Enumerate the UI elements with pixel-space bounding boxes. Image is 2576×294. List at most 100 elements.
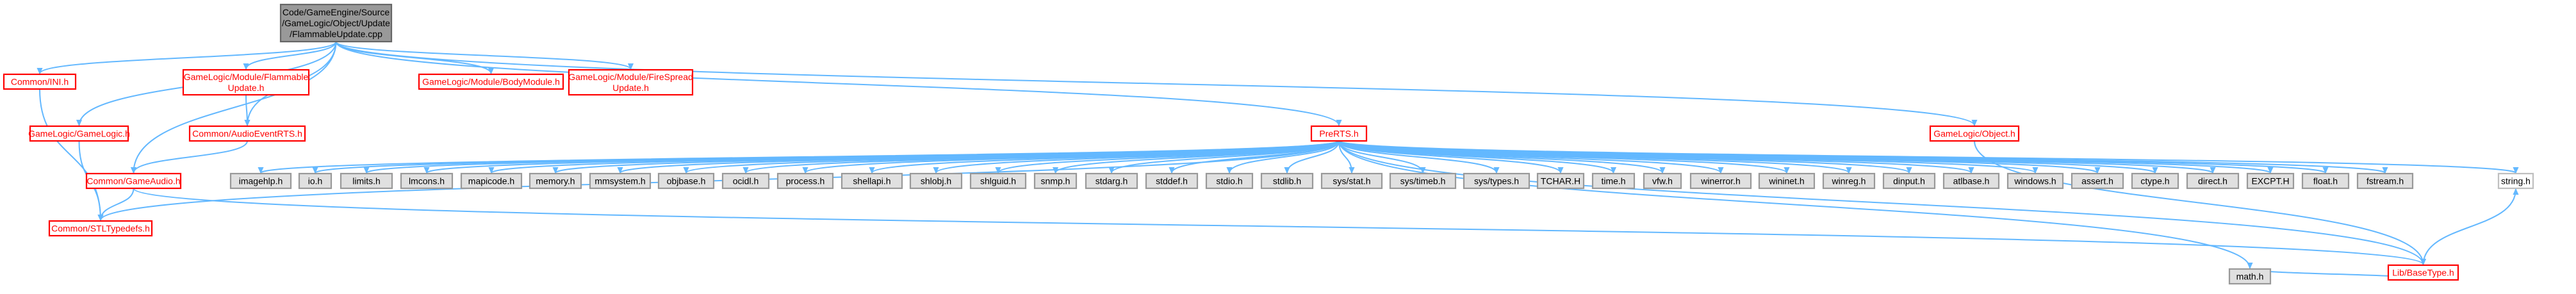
node-systimeb[interactable]: sys/timeb.h [1389, 172, 1457, 190]
node-box [279, 3, 393, 43]
node-io[interactable]: io.h [298, 172, 332, 190]
node-label: winerror.h [1700, 176, 1740, 186]
node-shlobj[interactable]: shlobj.h [909, 172, 963, 190]
node-math[interactable]: math.h [2228, 268, 2272, 285]
node-label: objbase.h [667, 176, 706, 186]
node-box [1758, 172, 1816, 190]
node-box [909, 172, 963, 190]
node-box [841, 172, 903, 190]
node-stltypedefs[interactable]: Common/STLTypedefs.h [48, 220, 153, 237]
node-box [229, 172, 292, 190]
node-box [85, 172, 182, 190]
node-box [1389, 172, 1457, 190]
include-edge-root-to-prerts [335, 41, 1340, 126]
node-label: shlguid.h [980, 176, 1016, 186]
node-label: sys/types.h [1474, 176, 1519, 186]
node-box [1536, 172, 1585, 190]
node-mmsystem[interactable]: mmsystem.h [589, 172, 652, 190]
node-fstream[interactable]: fstream.h [2356, 172, 2414, 190]
node-string[interactable]: string.h [2497, 172, 2534, 190]
node-label: GameLogic/GameLogic.h [28, 129, 130, 139]
node-imagehlp[interactable]: imagehlp.h [229, 172, 292, 190]
node-vfw[interactable]: vfw.h [1643, 172, 1682, 190]
include-edge-prerts-to-string [1338, 140, 2516, 173]
node-assert[interactable]: assert.h [2071, 172, 2124, 190]
node-atlbase[interactable]: atlbase.h [1942, 172, 2000, 190]
node-gameaudio[interactable]: Common/GameAudio.h [85, 172, 182, 190]
node-dinput[interactable]: dinput.h [1882, 172, 1936, 190]
node-winreg[interactable]: winreg.h [1822, 172, 1876, 190]
node-memory[interactable]: memory.h [529, 172, 582, 190]
include-edge-prerts-to-stltypedefs [101, 140, 1340, 220]
node-direct[interactable]: direct.h [2186, 172, 2240, 190]
node-box [48, 220, 153, 237]
node-label: vfw.h [1652, 176, 1673, 186]
node-label: wininet.h [1768, 176, 1804, 186]
node-mapicode[interactable]: mapicode.h [460, 172, 523, 190]
node-box [298, 172, 332, 190]
node-stdio[interactable]: stdio.h [1205, 172, 1254, 190]
node-box [1591, 172, 1636, 190]
node-label: Common/INI.h [11, 77, 69, 87]
node-systypes[interactable]: sys/types.h [1463, 172, 1530, 190]
node-time[interactable]: time.h [1591, 172, 1636, 190]
node-stddef[interactable]: stddef.h [1145, 172, 1199, 190]
node-label: EXCPT.H [2251, 176, 2289, 186]
node-wininet[interactable]: wininet.h [1758, 172, 1816, 190]
node-label: process.h [786, 176, 825, 186]
node-windows[interactable]: windows.h [2006, 172, 2064, 190]
node-label: Common/STLTypedefs.h [51, 224, 150, 234]
node-label: float.h [2313, 176, 2338, 186]
node-flammable[interactable]: GameLogic/Module/FlammableUpdate.h [182, 69, 310, 96]
node-snmp[interactable]: snmp.h [1033, 172, 1078, 190]
node-basetype[interactable]: Lib/BaseType.h [2387, 264, 2459, 281]
node-label: atlbase.h [1953, 176, 1990, 186]
node-sysstat[interactable]: sys/stat.h [1320, 172, 1383, 190]
node-label: math.h [2236, 272, 2264, 282]
node-label: dinput.h [1893, 176, 1925, 186]
node-prerts[interactable]: PreRTS.h [1310, 125, 1368, 142]
node-label: Update.h [612, 83, 649, 93]
node-label: GameLogic/Object.h [1933, 129, 2015, 139]
include-edge-flammable-to-audioevent [246, 94, 247, 126]
node-box [182, 69, 310, 96]
node-box [1929, 125, 2020, 142]
node-limits[interactable]: limits.h [340, 172, 393, 190]
include-edge-audioevent-to-gameaudio [134, 140, 248, 173]
node-label: imagehlp.h [239, 176, 283, 186]
node-stdarg[interactable]: stdarg.h [1085, 172, 1138, 190]
node-box [2131, 172, 2179, 190]
node-label: stdio.h [1216, 176, 1242, 186]
node-label: GameLogic/Module/BodyModule.h [422, 77, 560, 87]
node-shellapi[interactable]: shellapi.h [841, 172, 903, 190]
node-ini[interactable]: Common/INI.h [3, 73, 77, 90]
node-lmcons[interactable]: lmcons.h [400, 172, 454, 190]
node-winerror[interactable]: winerror.h [1689, 172, 1752, 190]
node-box [721, 172, 770, 190]
node-gamelogic[interactable]: GameLogic/GameLogic.h [28, 125, 130, 142]
node-stdlib[interactable]: stdlib.h [1260, 172, 1314, 190]
node-box [657, 172, 715, 190]
node-label: Update.h [228, 83, 265, 93]
node-box [776, 172, 834, 190]
node-label: Common/AudioEventRTS.h [192, 129, 302, 139]
node-shlguid[interactable]: shlguid.h [969, 172, 1027, 190]
include-edge-prerts-to-systypes [1338, 140, 1497, 173]
node-tchar[interactable]: TCHAR.H [1536, 172, 1585, 190]
node-excpt[interactable]: EXCPT.H [2246, 172, 2295, 190]
node-ocidl[interactable]: ocidl.h [721, 172, 770, 190]
node-object[interactable]: GameLogic/Object.h [1929, 125, 2020, 142]
node-root[interactable]: Code/GameEngine/Source/GameLogic/Object/… [279, 3, 393, 43]
node-bodymodule[interactable]: GameLogic/Module/BodyModule.h [418, 73, 564, 90]
node-float[interactable]: float.h [2301, 172, 2350, 190]
node-box [418, 73, 564, 90]
node-audioevent[interactable]: Common/AudioEventRTS.h [188, 125, 306, 142]
include-edge-prerts-to-stdlib [1287, 140, 1340, 173]
node-box [2387, 264, 2459, 281]
node-objbase[interactable]: objbase.h [657, 172, 715, 190]
node-ctype[interactable]: ctype.h [2131, 172, 2179, 190]
node-process[interactable]: process.h [776, 172, 834, 190]
node-box [1205, 172, 1254, 190]
node-label: io.h [308, 176, 323, 186]
